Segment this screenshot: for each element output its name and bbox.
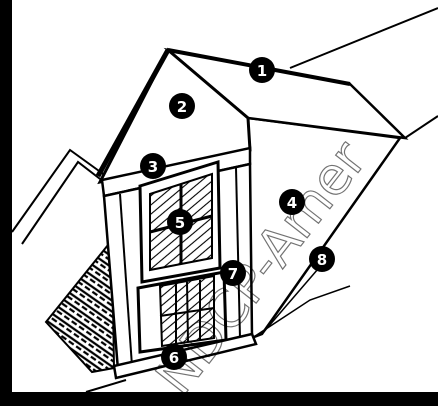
callout-5: 5 — [167, 209, 193, 235]
callout-1: 1 — [249, 57, 275, 83]
callout-7: 7 — [220, 260, 246, 286]
callout-number: 6 — [169, 349, 179, 367]
callout-number: 1 — [257, 62, 267, 80]
callout-number: 4 — [287, 194, 297, 212]
callout-4: 4 — [279, 189, 305, 215]
callout-number: 8 — [317, 251, 327, 269]
callout-number: 5 — [175, 214, 185, 232]
callout-number: 7 — [228, 265, 238, 283]
callout-6: 6 — [161, 344, 187, 370]
callout-number: 3 — [148, 158, 158, 176]
callout-number: 2 — [177, 98, 187, 116]
callout-2: 2 — [169, 93, 195, 119]
callout-3: 3 — [140, 153, 166, 179]
callout-8: 8 — [309, 246, 335, 272]
roof-shingles — [46, 240, 114, 372]
